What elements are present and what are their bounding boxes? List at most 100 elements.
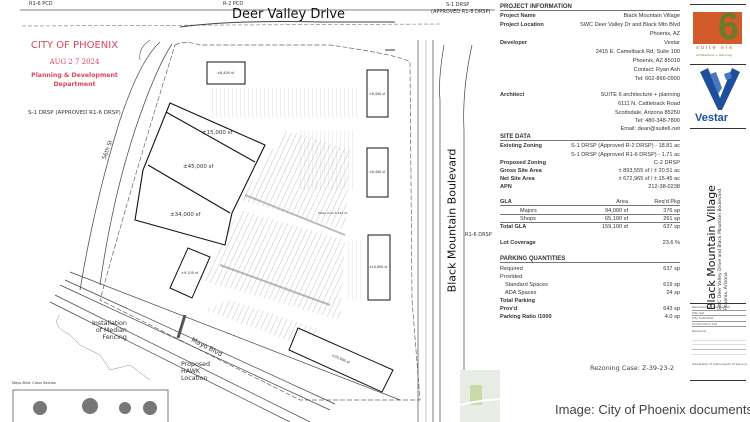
revisions-label: Revisions bbox=[692, 329, 707, 333]
lot-coverage-label: Lot Coverage bbox=[500, 240, 536, 246]
info-row: Scottsdale, Arizona 85250 bbox=[500, 109, 680, 117]
info-row: Contact: Ryan Ash bbox=[500, 66, 680, 74]
info-cell: Phoenix, AZ 85018 bbox=[632, 58, 680, 64]
info-cell: 24 sp bbox=[666, 290, 680, 296]
logo-sub: architecture + planning bbox=[696, 53, 732, 57]
info-row: 2415 E. Camelback Rd, Suite 100 bbox=[500, 48, 680, 56]
info-cell: Tel: 602-866-0900 bbox=[634, 76, 680, 82]
project-city: Phoenix, Arizona bbox=[724, 272, 729, 310]
info-cell: Scottsdale, Arizona 85250 bbox=[615, 110, 680, 116]
info-cell: S-1 DRSP (Approved R1-6 DRSP) - 1.71 ac bbox=[570, 152, 680, 158]
building-label: ±8,400 sf bbox=[369, 92, 386, 96]
info-cell: 637 sp bbox=[663, 224, 680, 230]
info-cell: 65,100 sf bbox=[604, 216, 628, 222]
info-cell: Architect bbox=[500, 92, 525, 98]
note-line: Fencing bbox=[102, 334, 127, 341]
info-cell: ± 893,555 sf / ± 20.51 ac bbox=[618, 168, 681, 174]
info-cell: Majors bbox=[520, 208, 537, 214]
info-cell: 643 sp bbox=[663, 306, 680, 312]
info-cell: Phoenix, AZ bbox=[649, 31, 680, 37]
info-cell: 212-38-0238 bbox=[648, 184, 680, 190]
info-cell: Developer bbox=[500, 40, 528, 46]
cross-section-title: Mayo Blvd. Cross Section bbox=[12, 381, 57, 385]
project-title-block: Black Mountain Village SWC Deer Valley D… bbox=[705, 150, 730, 310]
zoning-label: R-2 PCD bbox=[223, 1, 244, 7]
info-row: Architect SUITE 6 architecture + planning bbox=[500, 91, 680, 99]
lot-coverage-value: 23.6 % bbox=[662, 240, 680, 246]
site-data-heading: SITE DATA bbox=[500, 133, 680, 141]
info-cell: 6111 N. Cattletrack Road bbox=[618, 101, 680, 107]
building-pad bbox=[367, 234, 391, 301]
note-line: of Median bbox=[95, 327, 127, 334]
info-cell: Tel: 480-348-7800 bbox=[634, 118, 680, 124]
info-cell: Provided bbox=[500, 274, 523, 280]
info-row: Email: dean@suite6.net bbox=[500, 125, 680, 133]
info-cell: Standard Spaces bbox=[505, 282, 548, 288]
image-credit: Image: City of Phoenix documents bbox=[555, 402, 750, 417]
building-label: ±45,000 sf bbox=[183, 164, 214, 170]
info-cell: APN bbox=[500, 184, 512, 190]
zoning-label: (APPROVED R1-8 DRSP) bbox=[431, 9, 491, 15]
info-cell: Existing Zoning bbox=[500, 143, 542, 149]
info-cell: 4.0 sp bbox=[664, 314, 680, 320]
info-cell: 637 sp bbox=[663, 266, 680, 272]
info-row: Gross Site Area± 893,555 sf / ± 20.51 ac bbox=[500, 167, 680, 175]
stamp-date: AUG 2 7 2024 bbox=[49, 58, 100, 66]
info-row: 6111 N. Cattletrack Road bbox=[500, 100, 680, 108]
info-cell: Vestar bbox=[664, 40, 680, 46]
ownership-label: Ownership of Instruments of Service bbox=[692, 362, 747, 366]
median-fencing-note: Installation of Median Fencing bbox=[92, 320, 127, 341]
building-label: ±8,400 sf bbox=[217, 71, 235, 75]
building-label: ±34,000 sf bbox=[170, 212, 201, 218]
gla-col: Area bbox=[616, 199, 628, 205]
info-row: Project Name Black Mountain Village bbox=[500, 12, 680, 20]
info-cell: 94,000 sf bbox=[604, 208, 628, 214]
vestar-logo-icon bbox=[700, 68, 740, 110]
parking-heading: PARKING QUANTITIES bbox=[500, 255, 680, 263]
info-cell: Parking Ratio /1000 bbox=[500, 314, 552, 320]
info-cell: C-2 DRSP bbox=[653, 160, 680, 166]
building-pad bbox=[366, 69, 389, 118]
info-cell: S-1 DRSP (Approved R-2 DRSP) - 18.81 ac bbox=[570, 143, 680, 149]
info-row: Tel: 602-866-0900 bbox=[500, 75, 680, 83]
street-black-mountain: Black Mountain Boulevard bbox=[445, 148, 459, 293]
building-label: ±10,800 sf bbox=[369, 265, 388, 269]
rezoning-case: Rezoning Case: Z-39-23-2 bbox=[590, 364, 675, 372]
info-cell: Project Name bbox=[500, 13, 536, 19]
zoning-label: S-1 DRSP bbox=[446, 2, 470, 8]
info-cell: Black Mountain Village bbox=[623, 13, 681, 19]
building-pad bbox=[288, 327, 394, 393]
logo-number: 6 bbox=[717, 6, 739, 48]
info-row: Phoenix, AZ 85018 bbox=[500, 57, 680, 65]
stamp-dept: Planning & Development bbox=[31, 72, 118, 79]
vestar-wordmark: Vestar bbox=[695, 112, 729, 124]
info-cell: Net Site Area bbox=[500, 176, 535, 182]
info-cell: 159,100 sf bbox=[601, 224, 628, 230]
info-row: Tel: 480-348-7800 bbox=[500, 117, 680, 125]
building-pad bbox=[169, 247, 211, 299]
title-block: 6 suite six architecture + planning Vest… bbox=[688, 0, 750, 422]
info-row: Total GLA 159,100 sf 637 sp bbox=[500, 223, 680, 231]
info-row: APN 212-38-0238 bbox=[500, 183, 680, 191]
info-cell: SWC Deer Valley Dr and Black Mtn Blvd bbox=[580, 22, 680, 28]
logo-text: suite six bbox=[696, 45, 734, 51]
note-line: Location bbox=[181, 375, 208, 382]
info-cell: Shops bbox=[520, 216, 536, 222]
gla-col: Req'd Pkg bbox=[654, 199, 680, 205]
gla-header: GLA Area Req'd Pkg bbox=[500, 198, 680, 206]
site-plan-drawing bbox=[12, 9, 500, 422]
info-cell: Contact: Ryan Ash bbox=[633, 67, 680, 73]
building-pad bbox=[206, 61, 246, 85]
building-label: ±9,100 sf bbox=[181, 271, 199, 275]
note-line: HAWK bbox=[181, 368, 201, 375]
issue-row: Development Review Set bbox=[692, 305, 746, 311]
info-cell: Total GLA bbox=[500, 224, 527, 230]
info-cell: SUITE 6 architecture + planning bbox=[600, 92, 680, 98]
